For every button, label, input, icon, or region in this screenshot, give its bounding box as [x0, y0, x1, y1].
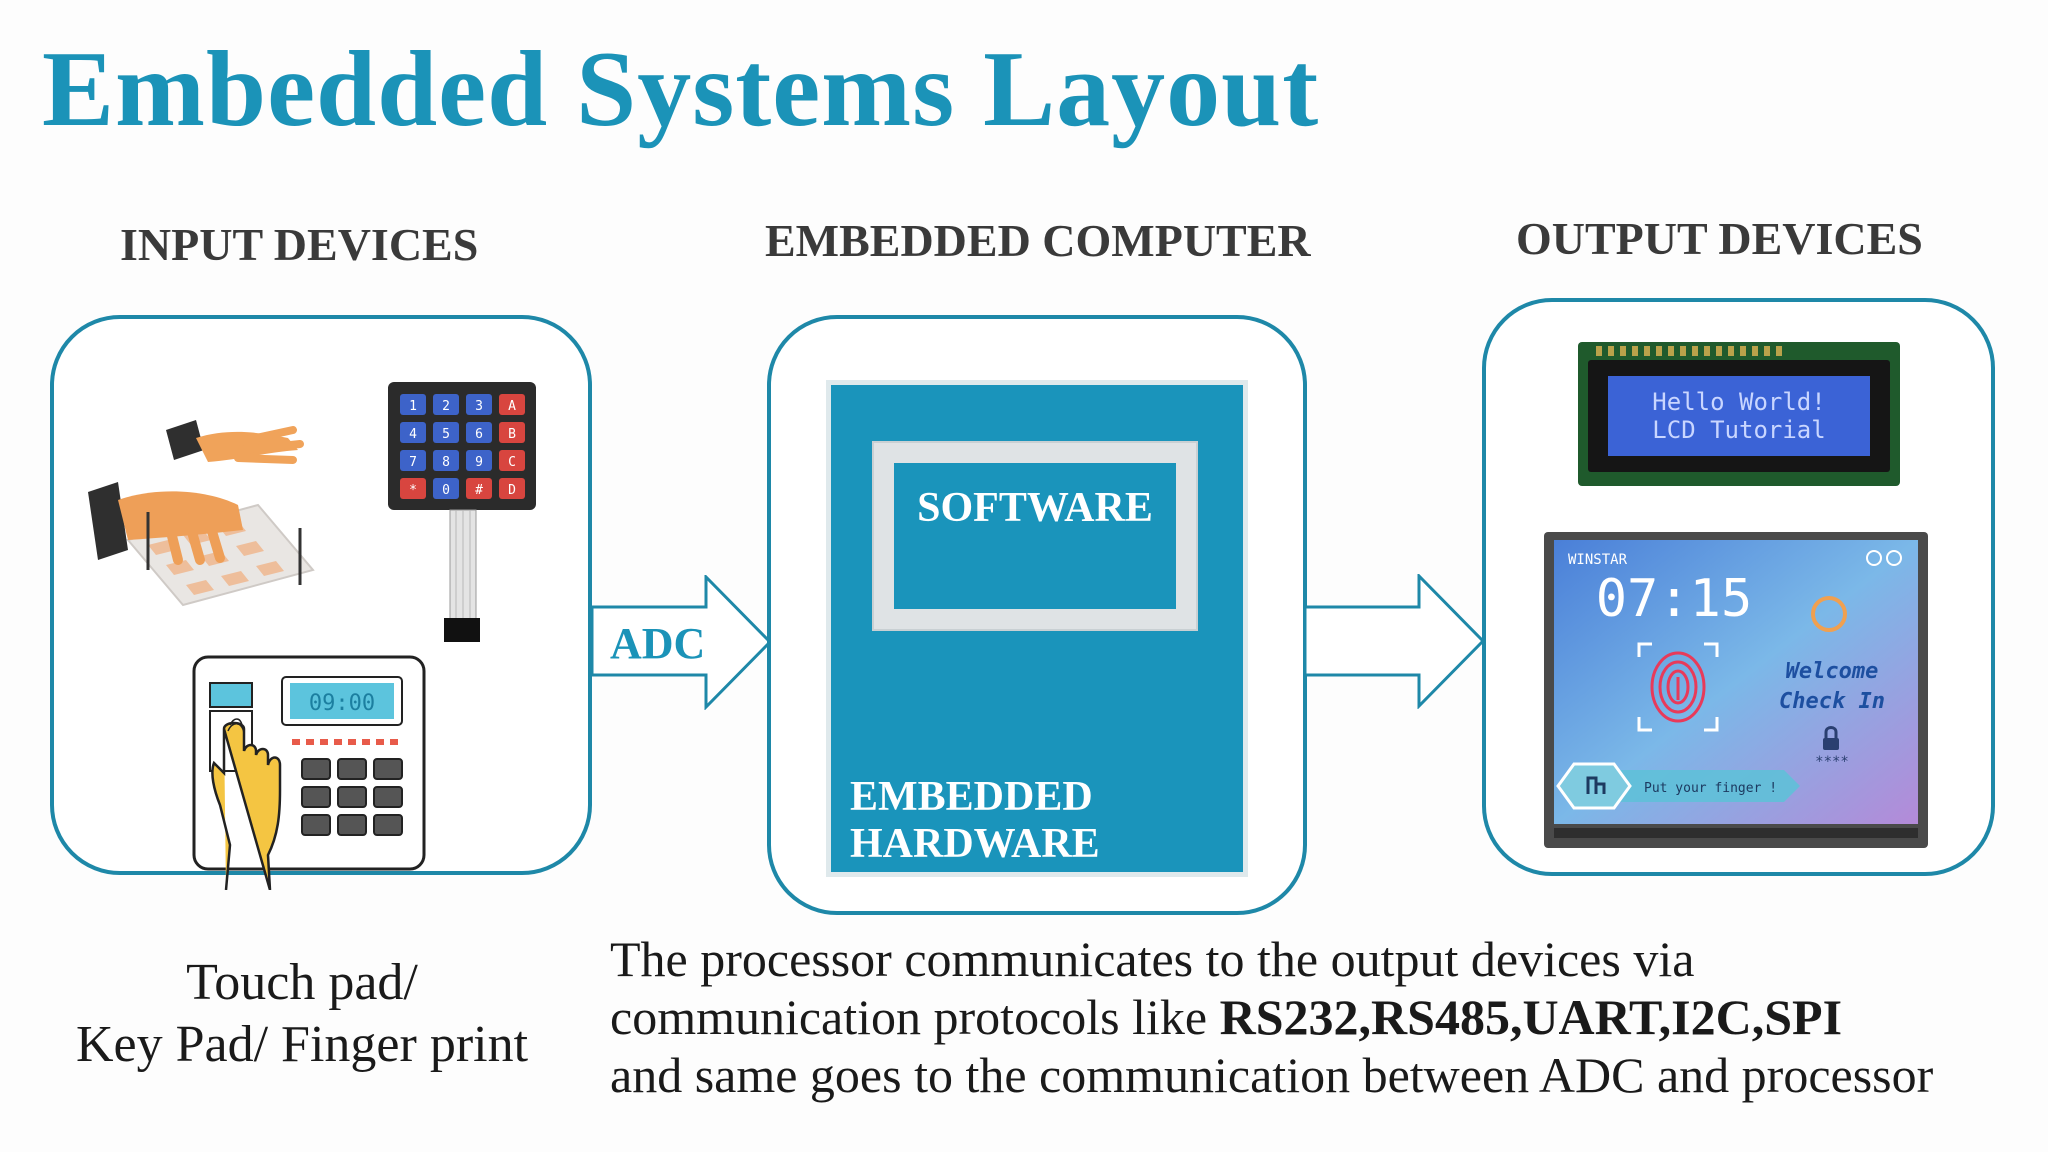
output-arrow — [1303, 574, 1486, 709]
description-line1: The processor communicates to the output… — [610, 931, 1695, 987]
embedded-computer-heading: EMBEDDED COMPUTER — [765, 215, 1311, 266]
keypad-key — [433, 422, 459, 443]
hands-touchpad-image — [88, 420, 315, 607]
keypad-key-label: C — [508, 455, 516, 470]
keypad-key-label: 4 — [409, 427, 417, 442]
keypad-key — [433, 394, 459, 415]
keypad-key-label: 8 — [442, 455, 450, 470]
keypad-key-label: 1 — [409, 399, 417, 414]
membrane-keypad-image: 1 2 3 A 4 5 6 B 7 8 9 C * 0 # D — [388, 382, 536, 642]
keypad-key-label: B — [508, 427, 516, 442]
touch-welcome: Welcome — [1786, 659, 1879, 684]
touch-prompt: Put your finger ! — [1644, 781, 1777, 796]
keypad-key — [400, 450, 426, 471]
keypad-key — [499, 478, 525, 499]
keypad-key — [433, 450, 459, 471]
keypad-key — [400, 394, 426, 415]
touch-time: 07:15 — [1596, 569, 1753, 629]
keypad-key-label: A — [508, 399, 516, 414]
keypad-key-label: 5 — [442, 427, 450, 442]
keypad-key-label: 9 — [475, 455, 483, 470]
scanner-display-text: 09:00 — [309, 691, 375, 716]
software-label: SOFTWARE — [917, 485, 1153, 531]
output-devices-heading: OUTPUT DEVICES — [1516, 213, 1923, 264]
keypad-key-label: 7 — [409, 455, 417, 470]
fingerprint-scanner-image: 09:00 — [192, 655, 426, 890]
touch-dots: **** — [1815, 754, 1849, 770]
lcd-16x2-image: Hello World! LCD Tutorial — [1578, 342, 1900, 486]
lcd-line2: LCD Tutorial — [1652, 416, 1825, 444]
keypad-key-label: D — [508, 483, 516, 498]
adc-arrow — [590, 575, 773, 710]
keypad-key — [400, 478, 426, 499]
description-line3: and same goes to the communication betwe… — [610, 1047, 1934, 1103]
page-title: Embedded Systems Layout — [42, 30, 1320, 149]
keypad-key-label: # — [475, 483, 483, 498]
protocol-list: RS232,RS485,UART,I2C,SPI — [1219, 989, 1843, 1045]
input-caption-line2: Key Pad/ Finger print — [75, 1016, 529, 1073]
adc-label: ADC — [610, 619, 706, 668]
keypad-key — [499, 394, 525, 415]
keypad-key — [466, 422, 492, 443]
touch-checkin: Check In — [1779, 689, 1885, 714]
input-devices-heading: INPUT DEVICES — [120, 219, 479, 270]
embedded-hardware-label-line1: EMBEDDED — [850, 774, 1093, 820]
description-line2-prefix: communication protocols like — [610, 989, 1220, 1045]
keypad-key — [400, 422, 426, 443]
keypad-key-label: 2 — [442, 399, 450, 414]
input-caption-line1: Touch pad/ — [186, 954, 418, 1011]
embedded-hardware-label-line2: HARDWARE — [850, 821, 1100, 867]
keypad-key — [466, 394, 492, 415]
description-line2: communication protocols like RS232,RS485… — [610, 988, 1842, 1046]
keypad-key-label: * — [409, 483, 417, 498]
keypad-key — [499, 422, 525, 443]
touch-display-image: WINSTAR 07:15 Welcome Check In **** Put … — [1544, 532, 1928, 848]
keypad-key-label: 6 — [475, 427, 483, 442]
keypad-key-label: 3 — [475, 399, 483, 414]
keypad-key — [433, 478, 459, 499]
touch-brand: WINSTAR — [1568, 552, 1628, 568]
lcd-line1: Hello World! — [1652, 388, 1825, 416]
software-block — [874, 443, 1196, 629]
keypad-key-label: 0 — [442, 483, 450, 498]
keypad-key — [466, 450, 492, 471]
keypad-key — [466, 478, 492, 499]
keypad-key — [499, 450, 525, 471]
